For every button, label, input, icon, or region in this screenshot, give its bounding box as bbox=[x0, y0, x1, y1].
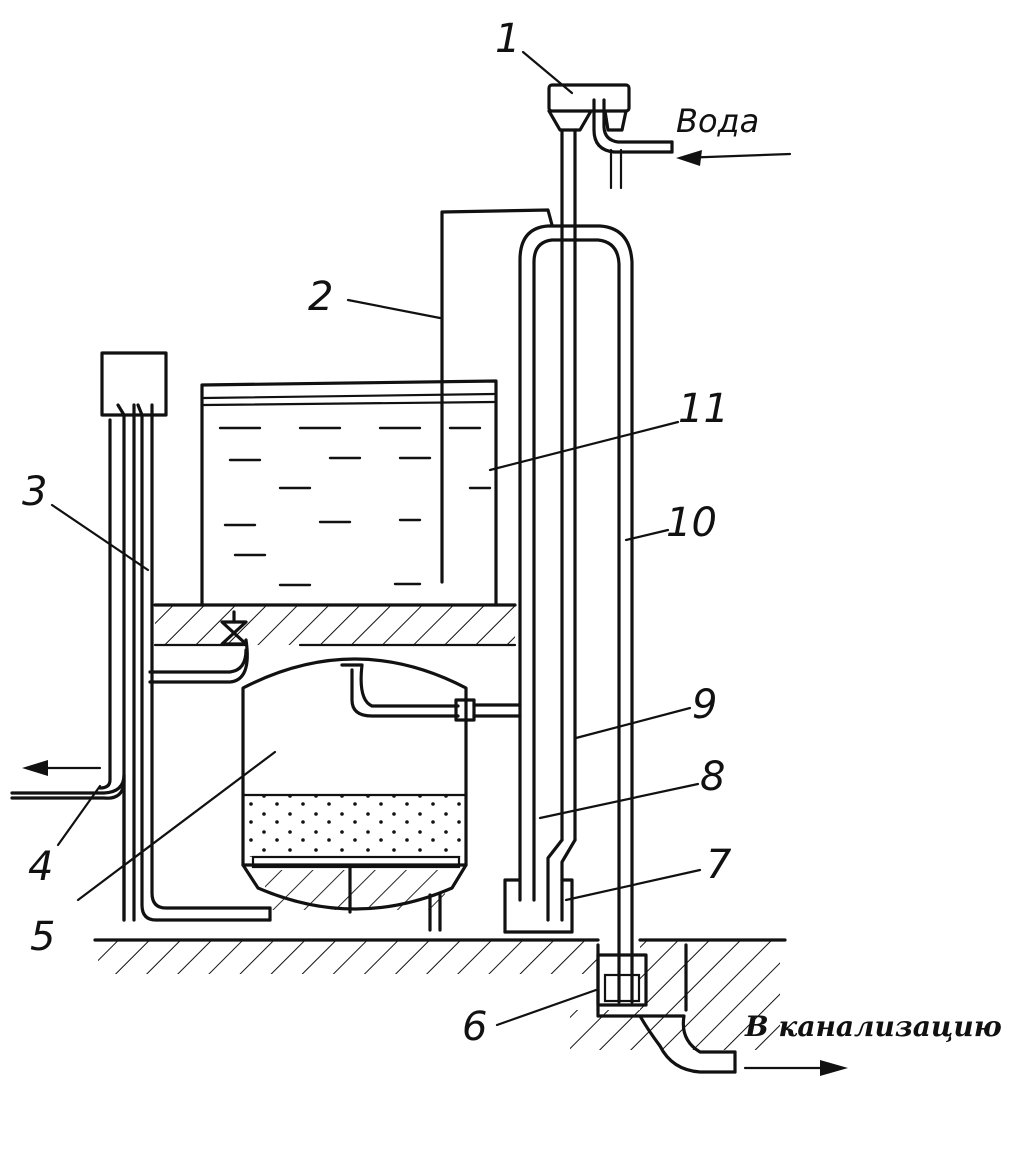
drain-fitting-6 bbox=[596, 943, 737, 1074]
label-9: 9 bbox=[692, 682, 717, 728]
dip-tube bbox=[440, 208, 554, 584]
label-7: 7 bbox=[706, 842, 732, 888]
label-water: Вода bbox=[676, 102, 759, 140]
label-10: 10 bbox=[666, 500, 717, 546]
label-8: 8 bbox=[700, 754, 725, 800]
column-3 bbox=[100, 351, 272, 922]
outlet-4 bbox=[10, 418, 126, 922]
label-6: 6 bbox=[462, 1004, 487, 1050]
labels: 1 2 3 4 5 6 7 8 9 10 11 Вода В канализац… bbox=[22, 16, 1002, 1050]
label-3: 3 bbox=[22, 469, 47, 515]
water-tank bbox=[200, 379, 498, 607]
water-surface-marks bbox=[218, 426, 492, 587]
label-2: 2 bbox=[308, 274, 333, 320]
leader-lines bbox=[50, 50, 702, 1027]
label-sewer: В канализацию bbox=[744, 1010, 1002, 1043]
label-4: 4 bbox=[28, 844, 53, 890]
pipe-8 bbox=[546, 838, 577, 922]
shelf-slab bbox=[153, 603, 517, 647]
flow-arrows bbox=[22, 150, 848, 1076]
box-7 bbox=[503, 878, 574, 934]
label-5: 5 bbox=[30, 914, 55, 960]
floor bbox=[93, 938, 787, 1050]
label-1: 1 bbox=[495, 16, 520, 62]
siphon-10 bbox=[518, 224, 634, 1004]
label-11: 11 bbox=[678, 386, 729, 432]
head-vessel bbox=[547, 83, 674, 190]
pipe-9 bbox=[560, 128, 577, 842]
filter-vessel bbox=[241, 657, 522, 932]
valve bbox=[148, 610, 249, 684]
